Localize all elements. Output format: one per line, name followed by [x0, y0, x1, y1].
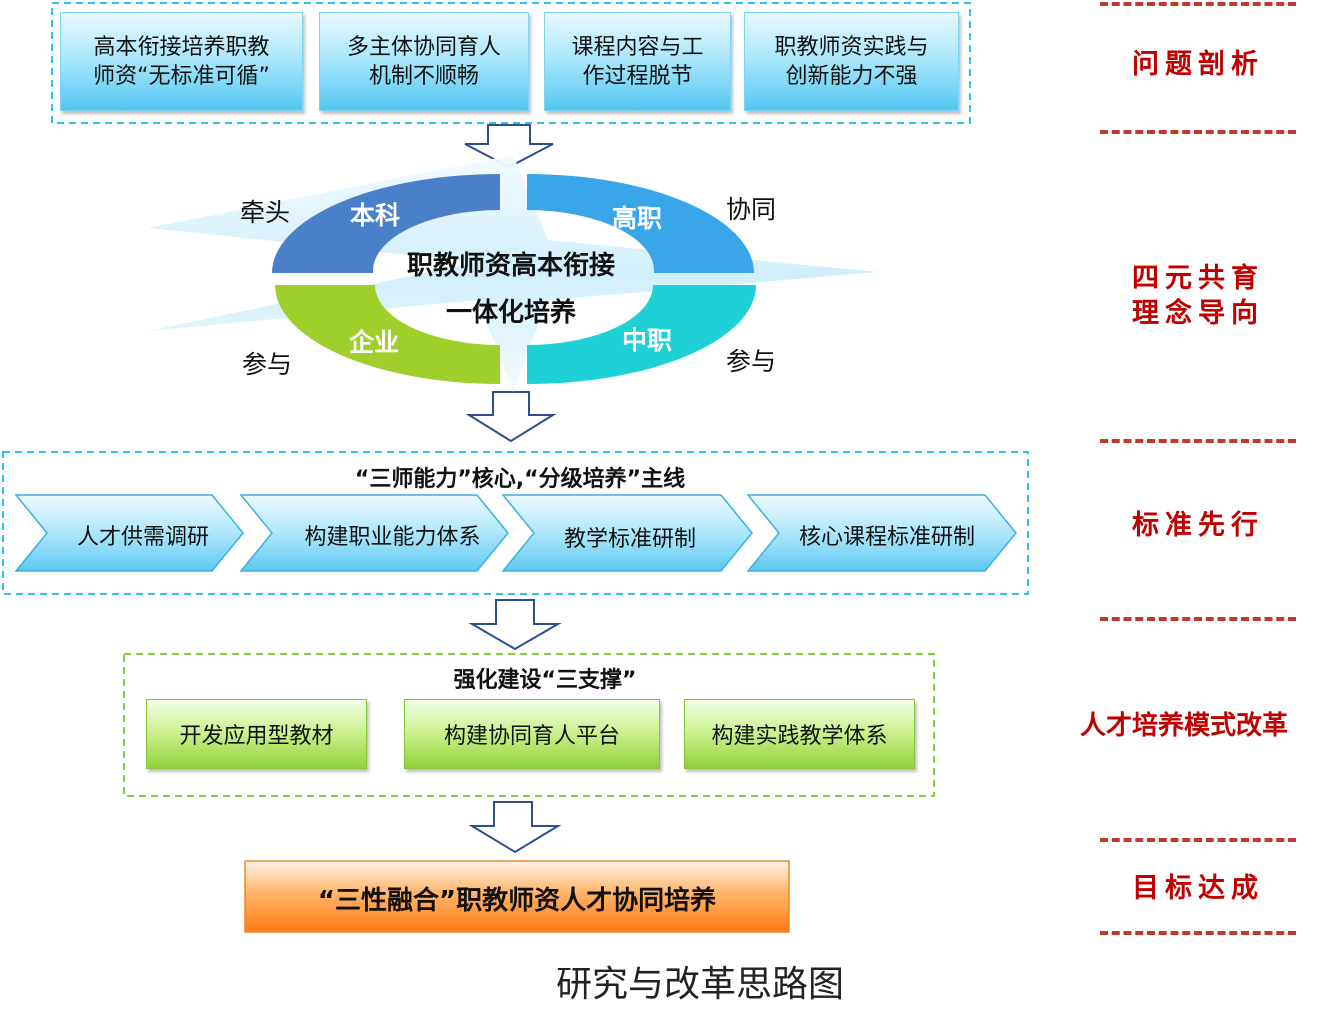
flow-arrow-2	[465, 391, 557, 443]
ring-center-line2: 一体化培养	[445, 298, 576, 328]
ring-quadrant-top-right	[527, 174, 754, 273]
goal-label: “三性融合”职教师资人才协同培养	[317, 886, 717, 916]
problem-box-4: 职教师资实践与创新能力不强	[744, 12, 959, 111]
ring-center-line1: 职教师资高本衔接	[406, 251, 615, 281]
problem-box-2: 多主体协同育人机制不顺畅	[319, 12, 529, 111]
problem-2-line1: 多主体协同育人	[346, 34, 501, 60]
problem-4-line1: 职教师资实践与	[774, 34, 929, 60]
problem-4-line2: 创新能力不强	[785, 63, 918, 89]
flow-arrow-3	[468, 599, 562, 651]
supports-frame	[123, 653, 935, 797]
ring-label-bottom-right: 中职	[622, 326, 673, 355]
problem-1-line1: 高本衔接培养职教	[93, 34, 270, 60]
diagram-caption: 研究与改革思路图	[555, 964, 844, 1005]
support-label-1: 开发应用型教材	[179, 724, 334, 749]
problem-frame	[51, 2, 971, 124]
standards-frame	[2, 451, 1029, 595]
flow-arrow-4	[468, 801, 562, 854]
ring-quadrant-bottom-right	[527, 285, 756, 384]
role-label-bottom-left: 参与	[242, 350, 293, 379]
support-label-2: 构建协同育人平台	[443, 724, 620, 749]
problem-2-line2: 机制不顺畅	[368, 63, 479, 89]
goal-box-bg	[244, 860, 790, 933]
stage-divider-6	[1100, 931, 1296, 935]
chevron-1	[14, 494, 244, 572]
chevron-3	[501, 494, 753, 572]
ring-label-bottom-left: 企业	[349, 328, 400, 357]
ring-quadrant-top-left	[272, 174, 500, 273]
chevron-label-3: 教学标准研制	[563, 527, 696, 552]
role-label-top-left: 牵头	[240, 198, 291, 227]
ring-label-top-right: 高职	[612, 204, 663, 233]
stage-divider-5	[1100, 838, 1296, 842]
ring-quadrant-bottom-left	[275, 285, 500, 384]
support-box-1: 开发应用型教材	[146, 699, 367, 769]
problem-1-line2: 师资“无标准可循”	[93, 63, 270, 89]
problem-box-3: 课程内容与工作过程脱节	[544, 12, 731, 111]
support-label-3: 构建实践教学体系	[711, 724, 888, 749]
role-label-top-right: 协同	[726, 195, 777, 224]
problem-box-1: 高本衔接培养职教师资“无标准可循”	[60, 12, 303, 111]
chevron-label-2: 构建职业能力体系	[304, 525, 481, 550]
chevron-label-1: 人才供需调研	[76, 525, 209, 550]
stage-label-reform: 人才培养模式改革	[1079, 711, 1288, 741]
stage-divider-3	[1100, 439, 1296, 443]
chevron-2	[239, 494, 509, 572]
stage-label-standard: 标准先行	[1132, 510, 1264, 541]
stage-divider-2	[1100, 130, 1296, 134]
chevron-label-4: 核心课程标准研制	[798, 525, 975, 550]
flow-arrow-1	[464, 124, 554, 169]
stage-label-concept-line2: 理念导向	[1132, 298, 1264, 329]
stage-divider-4	[1100, 617, 1296, 621]
chevron-4	[746, 494, 1017, 572]
stage-label-concept-line1: 四元共育	[1132, 263, 1264, 294]
problem-3-line2: 作过程脱节	[582, 63, 693, 89]
supports-title: 强化建设“三支撑”	[453, 668, 637, 693]
stage-label-analysis: 问题剖析	[1132, 49, 1264, 80]
support-box-2: 构建协同育人平台	[404, 699, 660, 769]
standards-title: “三师能力”核心,“分级培养”主线	[354, 467, 686, 492]
stage-label-goal: 目标达成	[1132, 873, 1264, 904]
stage-divider-1	[1100, 2, 1296, 6]
ring-label-top-left: 本科	[350, 201, 401, 230]
problem-3-line1: 课程内容与工	[571, 34, 704, 60]
support-box-3: 构建实践教学体系	[684, 699, 915, 769]
role-label-bottom-right: 参与	[726, 347, 777, 376]
